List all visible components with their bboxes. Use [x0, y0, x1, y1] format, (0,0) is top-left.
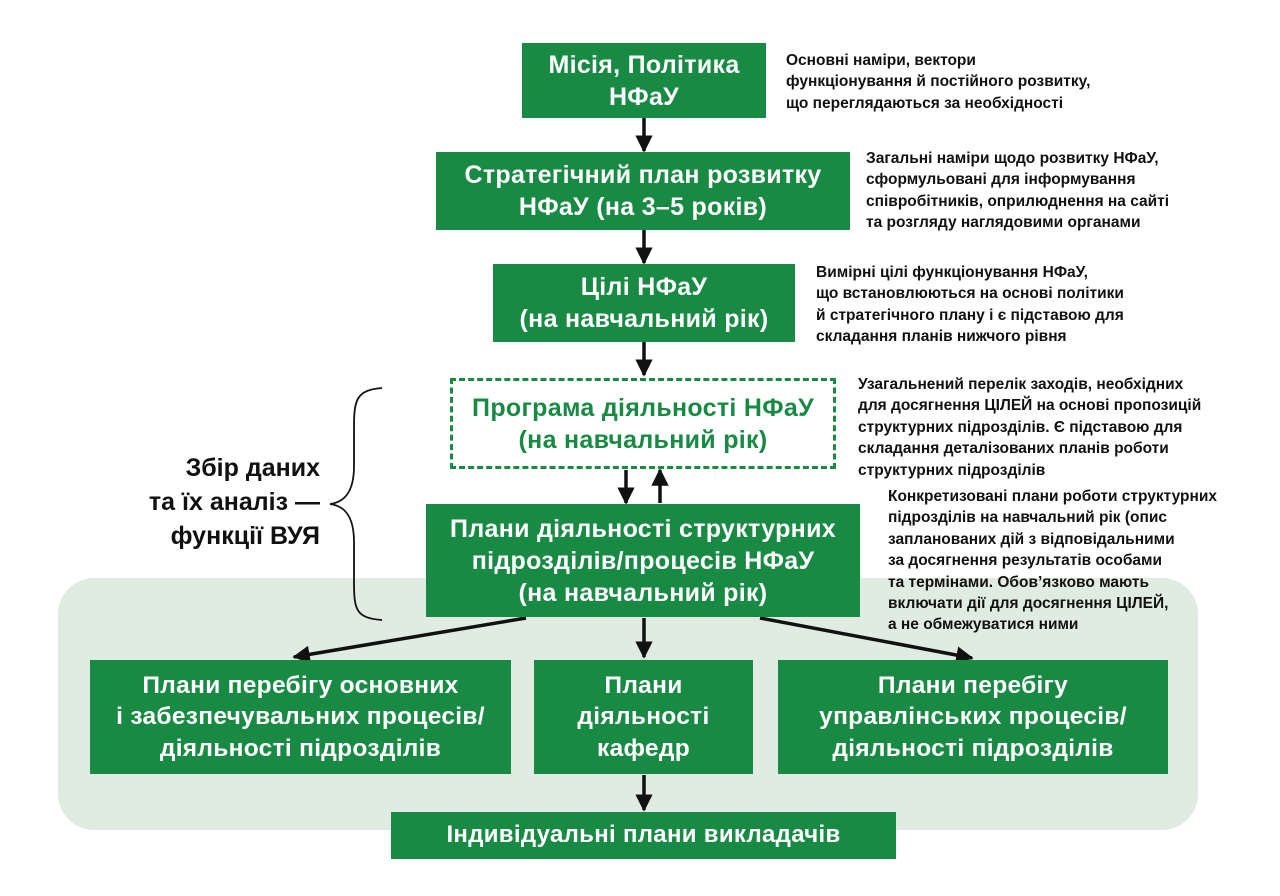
goals-note: Вимірні цілі функціонування НФаУ, що вст…	[816, 264, 1124, 346]
mission-note: Основні наміри, вектори функціонування й…	[786, 52, 1091, 112]
mission-box: Місія, Політика НФаУ	[522, 43, 766, 118]
data-analysis-label: Збір даних та їх аналіз — функції ВУЯ	[148, 454, 320, 550]
curly-brace	[329, 387, 383, 621]
program-box: Програма діяльності НФаУ (на навчальний …	[450, 378, 836, 469]
arrow-units-to-management	[759, 616, 974, 664]
strategic-plan-note: Загальні наміри щодо розвитку НФаУ, сфор…	[866, 150, 1170, 232]
arrow-units-to-core	[292, 616, 527, 664]
program-note: Узагальнений перелік заходів, необхідних…	[858, 376, 1202, 479]
strategic-plan-box: Стратегічний план розвитку НФаУ (на 3–5 …	[436, 152, 850, 230]
unit-plans-box: Плани діяльності структурних підрозділів…	[426, 504, 860, 617]
individual-plans-box: Індивідуальні плани викладачів	[391, 812, 896, 859]
management-processes-box: Плани перебігу управлінських процесів/ д…	[778, 660, 1168, 774]
department-plans-box: Плани діяльності кафедр	[534, 660, 753, 774]
unit-plans-note: Конкретизовані плани роботи структурних …	[888, 488, 1218, 634]
core-processes-box: Плани перебігу основних і забезпечувальн…	[90, 660, 511, 774]
goals-box: Цілі НФаУ (на навчальний рік)	[493, 264, 795, 342]
